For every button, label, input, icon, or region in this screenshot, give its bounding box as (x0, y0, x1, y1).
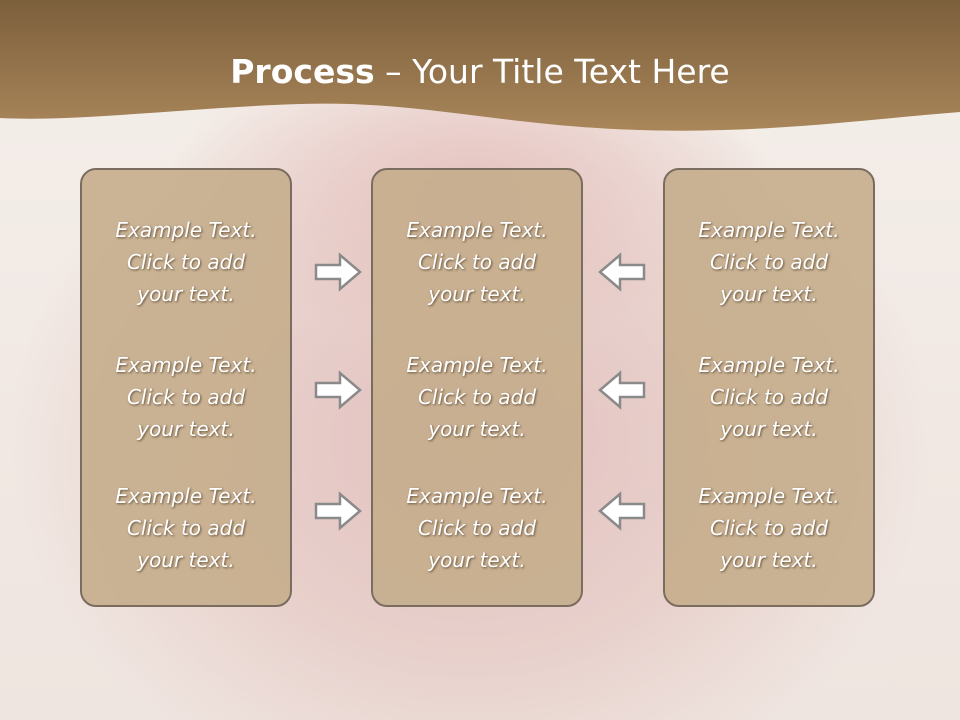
text-block[interactable]: Example Text. Click to add your text. (665, 480, 873, 576)
right-text-box[interactable]: Example Text. Click to add your text. Ex… (663, 168, 875, 607)
left-arrow-icon (598, 252, 646, 292)
text-line: Click to add (417, 385, 537, 409)
text-line: Click to add (126, 516, 246, 540)
text-line: your text. (720, 548, 818, 572)
center-text-box[interactable]: Example Text. Click to add your text. Ex… (371, 168, 583, 607)
slide-title[interactable]: Process – Your Title Text Here (0, 52, 960, 91)
text-block[interactable]: Example Text. Click to add your text. (82, 214, 290, 310)
text-line: Example Text. (406, 353, 548, 377)
text-block[interactable]: Example Text. Click to add your text. (665, 214, 873, 310)
title-bold-text: Process (230, 52, 375, 91)
text-line: Example Text. (406, 218, 548, 242)
text-line: Click to add (709, 385, 829, 409)
text-line: Example Text. (115, 353, 257, 377)
text-line: Example Text. (115, 484, 257, 508)
text-line: Example Text. (698, 484, 840, 508)
header-band (0, 0, 960, 131)
text-line: Click to add (126, 250, 246, 274)
text-line: Click to add (709, 516, 829, 540)
text-line: your text. (720, 282, 818, 306)
text-line: Click to add (417, 516, 537, 540)
text-line: Click to add (417, 250, 537, 274)
text-line: Example Text. (406, 484, 548, 508)
text-block[interactable]: Example Text. Click to add your text. (665, 349, 873, 445)
text-line: Example Text. (115, 218, 257, 242)
left-text-box[interactable]: Example Text. Click to add your text. Ex… (80, 168, 292, 607)
text-line: your text. (720, 417, 818, 441)
text-block[interactable]: Example Text. Click to add your text. (373, 214, 581, 310)
text-line: Example Text. (698, 218, 840, 242)
text-line: your text. (137, 417, 235, 441)
text-line: your text. (137, 282, 235, 306)
text-line: Click to add (126, 385, 246, 409)
title-rest-text: – Your Title Text Here (374, 52, 730, 91)
text-line: your text. (428, 417, 526, 441)
right-arrow-icon (314, 370, 362, 410)
left-arrow-icon (598, 491, 646, 531)
right-arrow-icon (314, 491, 362, 531)
right-arrow-icon (314, 252, 362, 292)
left-arrow-icon (598, 370, 646, 410)
text-block[interactable]: Example Text. Click to add your text. (373, 480, 581, 576)
text-line: Click to add (709, 250, 829, 274)
text-block[interactable]: Example Text. Click to add your text. (373, 349, 581, 445)
text-block[interactable]: Example Text. Click to add your text. (82, 480, 290, 576)
text-line: your text. (428, 282, 526, 306)
text-line: your text. (137, 548, 235, 572)
text-block[interactable]: Example Text. Click to add your text. (82, 349, 290, 445)
text-line: your text. (428, 548, 526, 572)
text-line: Example Text. (698, 353, 840, 377)
